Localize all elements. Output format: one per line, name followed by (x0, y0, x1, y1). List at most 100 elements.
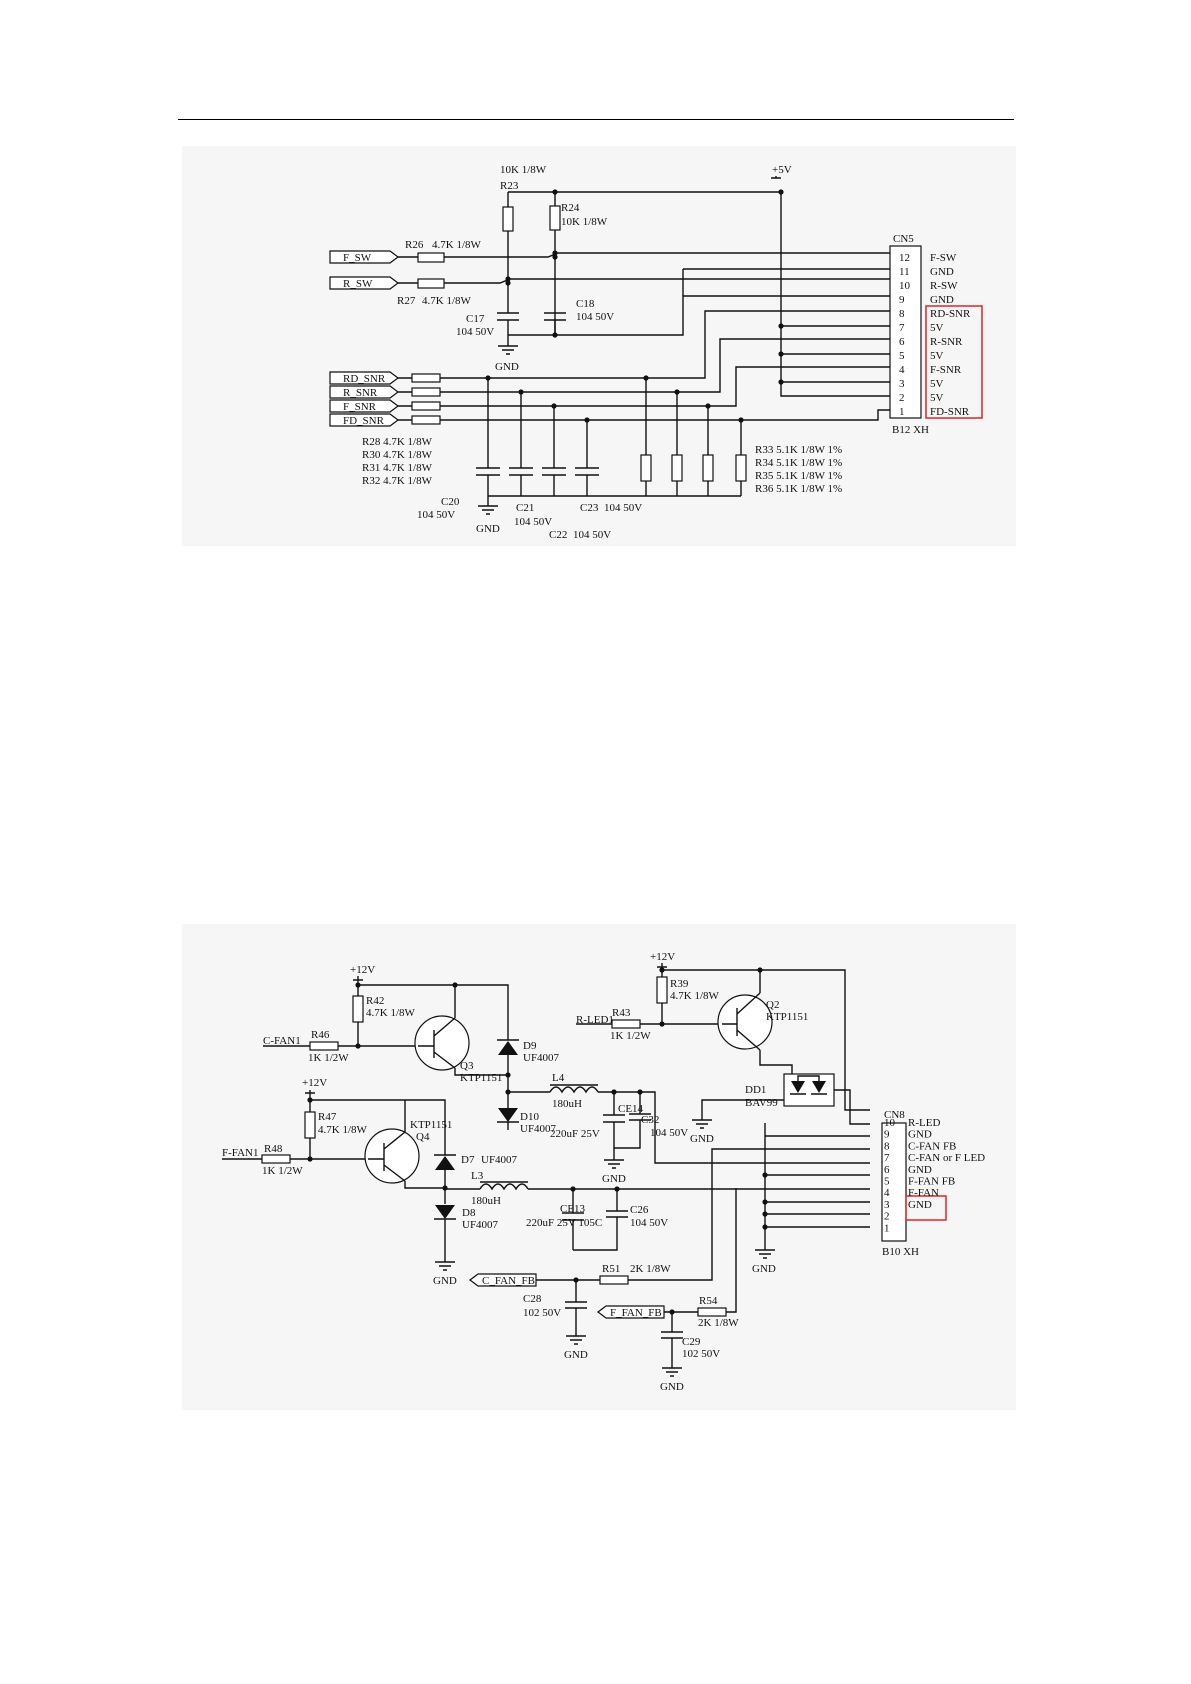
f-sw-input-label: F_SW (343, 252, 372, 264)
switch-gnd-wire (508, 295, 890, 336)
plus5v-rail-wire (508, 191, 890, 397)
r32-label: R32 4.7K 1/8W (362, 475, 433, 487)
plus12v-label-q4: +12V (302, 1077, 327, 1089)
cn8-pin-name: F-FAN FB (908, 1176, 955, 1188)
l4-ref: L4 (552, 1072, 565, 1084)
junction (552, 332, 558, 338)
rd-snr-input-port (329, 371, 399, 385)
plus12v-symbol (305, 1090, 315, 1094)
cn5-pin-name: GND (930, 266, 954, 278)
c28-ref: C28 (523, 1293, 542, 1305)
c32-capacitor (614, 1092, 651, 1149)
c21-capacitor (509, 392, 533, 496)
f-fan-fb-output-label: F_FAN_FB (610, 1307, 662, 1319)
cn5-part: B12 XH (892, 424, 929, 436)
c20-capacitor (476, 378, 500, 496)
d8-diode (435, 1205, 455, 1219)
d7-value: UF4007 (481, 1154, 518, 1166)
c32-ref: C32 (641, 1114, 659, 1126)
junction (551, 403, 557, 409)
cn5-pin-number: 12 (899, 252, 910, 264)
cn5-pin-name: F-SW (930, 252, 957, 264)
gnd-label: GND (564, 1349, 588, 1361)
cn8-pin-number: 1 (884, 1222, 890, 1234)
junction (355, 982, 361, 988)
r46-ref: R46 (311, 1029, 330, 1041)
cn8-pin-name: GND (908, 1129, 932, 1141)
c21-ref: C21 (516, 502, 534, 514)
f-fan-pin-highlight (905, 1195, 947, 1221)
c23-capacitor (575, 420, 599, 496)
ce13-capacitor (562, 1189, 584, 1250)
c20-ref: C20 (441, 496, 460, 508)
q4-supply-wire (310, 1099, 446, 1136)
cn5-pin-number: 1 (899, 406, 905, 418)
cn8-pin-name: F-FAN (908, 1187, 939, 1199)
c-fan-fb-net-wire (536, 1148, 870, 1281)
cn5-pin-name: 5V (930, 378, 944, 390)
q4-transistor-leads (368, 1131, 406, 1182)
r28-resistor (411, 373, 441, 383)
plus5v-symbol (771, 176, 781, 179)
r54-value: 2K 1/8W (698, 1317, 739, 1329)
gnd-symbol (498, 335, 518, 355)
junction (778, 351, 784, 357)
gnd-label: GND (690, 1133, 714, 1145)
cn8-connector-body (881, 1122, 907, 1242)
q2-transistor (717, 994, 773, 1050)
cn8-pin-number: 6 (884, 1164, 890, 1176)
r31-label: R31 4.7K 1/8W (362, 462, 433, 474)
c-fan-fb-output-label: C_FAN_FB (482, 1275, 535, 1287)
r43-value: 1K 1/2W (610, 1030, 651, 1042)
c21-value: 104 50V (514, 516, 552, 528)
junction (307, 1156, 313, 1162)
cn5-pin-name: R-SNR (930, 336, 963, 348)
c29-value: 102 50V (682, 1348, 720, 1360)
cn5-pin-number: 6 (899, 336, 905, 348)
d10-diode (498, 1108, 518, 1122)
junction (738, 417, 744, 423)
r35-label: R35 5.1K 1/8W 1% (755, 470, 842, 482)
junction (778, 189, 784, 195)
ce13-ref: CE13 (560, 1203, 586, 1215)
r39-resistor (656, 976, 668, 1004)
gnd-symbol (566, 1330, 586, 1345)
junction (552, 254, 558, 260)
gnd-label: GND (660, 1381, 684, 1393)
q2-value: KTP1151 (766, 1011, 808, 1023)
cn5-pin-name: 5V (930, 392, 944, 404)
cn5-pin-number: 8 (899, 308, 905, 320)
r32-resistor (411, 415, 441, 425)
r51-value: 2K 1/8W (630, 1263, 671, 1275)
gnd-label: GND (495, 361, 519, 373)
junction (762, 1224, 768, 1230)
l3-value: 180uH (471, 1195, 501, 1207)
cn5-pin-number: 3 (899, 378, 905, 390)
dd1-value: BAV99 (745, 1097, 778, 1109)
r33-resistor (640, 454, 652, 482)
l4-inductor (508, 1086, 870, 1164)
r-sw-net-wire (398, 278, 890, 284)
r23-ref: R23 (500, 180, 519, 192)
r47-ref: R47 (318, 1111, 337, 1123)
q4-collector-wire (404, 1181, 445, 1189)
fd-snr-input-port (329, 413, 399, 427)
cn8-pin-name: GND (908, 1164, 932, 1176)
d9-ref: D9 (523, 1040, 537, 1052)
junction (705, 403, 711, 409)
r-snr-input-port (329, 385, 399, 399)
plus5v-label: +5V (772, 164, 792, 176)
junction (505, 276, 511, 282)
r51-resistor (599, 1275, 629, 1285)
r24-ref: R24 (561, 202, 580, 214)
c32-value: 104 50V (650, 1127, 688, 1139)
q3-ref: Q3 (460, 1060, 474, 1072)
r42-ref: R42 (366, 995, 384, 1007)
l4-value: 180uH (552, 1098, 582, 1110)
dd1-diode-pair (783, 1073, 835, 1107)
cn5-connector-body (889, 245, 922, 419)
cn8-pin-name: C-FAN or F LED (908, 1152, 985, 1164)
plus12v-label-q2: +12V (650, 951, 675, 963)
r-sw-input-label: R_SW (343, 278, 373, 290)
